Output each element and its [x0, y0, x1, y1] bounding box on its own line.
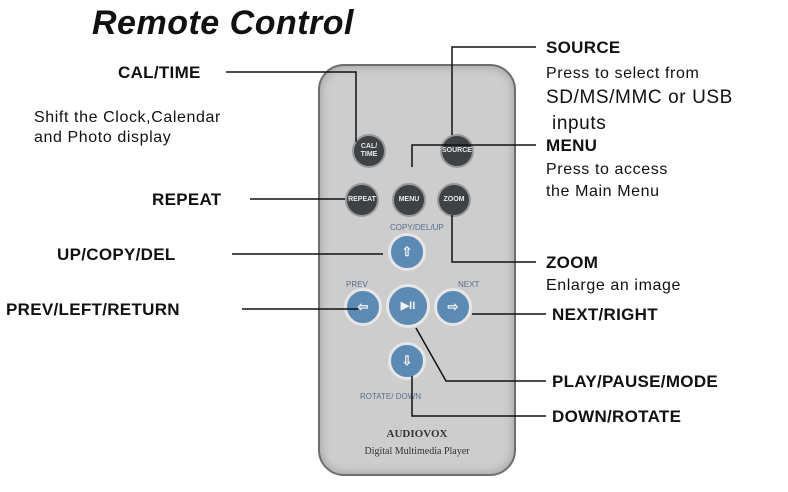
silk-next: NEXT: [458, 280, 480, 289]
callout-zoom-desc-1: Enlarge an image: [546, 277, 682, 294]
callout-cal-time-label: CAL/TIME: [118, 63, 201, 82]
callout-menu-desc-1: Press to access: [546, 161, 668, 178]
callout-menu-label: MENU: [546, 136, 598, 155]
line-play: [415, 327, 546, 382]
callout-menu-desc-2: the Main Menu: [546, 183, 660, 200]
repeat-button[interactable]: REPEAT: [345, 183, 379, 217]
callout-up-label: UP/COPY/DEL: [57, 245, 176, 264]
callout-cal-time-desc-2: and Photo display: [34, 129, 172, 146]
callout-cal-time-desc-1: Shift the Clock,Calendar: [34, 109, 221, 126]
callout-prev-label: PREV/LEFT/RETURN: [6, 300, 180, 319]
menu-button[interactable]: MENU: [392, 183, 426, 217]
callout-source-desc-1: Press to select from: [546, 65, 700, 82]
callout-zoom-label: ZOOM: [546, 253, 599, 272]
silk-prev: PREV: [346, 280, 368, 289]
line-zoom: [451, 215, 536, 263]
silk-rotate-down: ROTATE/ DOWN: [360, 392, 422, 401]
source-button[interactable]: SOURCE: [440, 134, 474, 168]
callout-next-label: NEXT/RIGHT: [552, 305, 658, 324]
callout-play-label: PLAY/PAUSE/MODE: [552, 372, 719, 391]
play-pause-icon[interactable]: ▶II: [386, 284, 430, 328]
line-source: [451, 46, 536, 135]
right-icon[interactable]: ⇨: [434, 288, 472, 326]
callout-source-label: SOURCE: [546, 38, 621, 57]
silk-copy-del-up: COPY/DEL/UP: [390, 223, 444, 232]
callout-repeat-label: REPEAT: [152, 190, 222, 209]
remote-body: CAL/ TIME SOURCE REPEAT MENU ZOOM COPY/D…: [318, 64, 516, 476]
callout-source-desc-2: SD/MS/MMC or USB: [546, 87, 733, 108]
line-menu: [411, 144, 536, 167]
brand-logo: AUDIOVOX: [386, 428, 448, 440]
down-icon[interactable]: ⇩: [388, 342, 426, 380]
zoom-button[interactable]: ZOOM: [437, 183, 471, 217]
line-down: [411, 376, 546, 417]
callout-source-desc-3: inputs: [552, 113, 607, 134]
up-icon[interactable]: ⇧: [388, 233, 426, 271]
brand-subtitle: Digital Multimedia Player: [364, 446, 470, 457]
page-title: Remote Control: [92, 4, 354, 42]
callout-down-label: DOWN/ROTATE: [552, 407, 682, 426]
left-icon[interactable]: ⇦: [344, 288, 382, 326]
cal-time-button[interactable]: CAL/ TIME: [352, 134, 386, 168]
line-cal-time: [226, 71, 357, 142]
